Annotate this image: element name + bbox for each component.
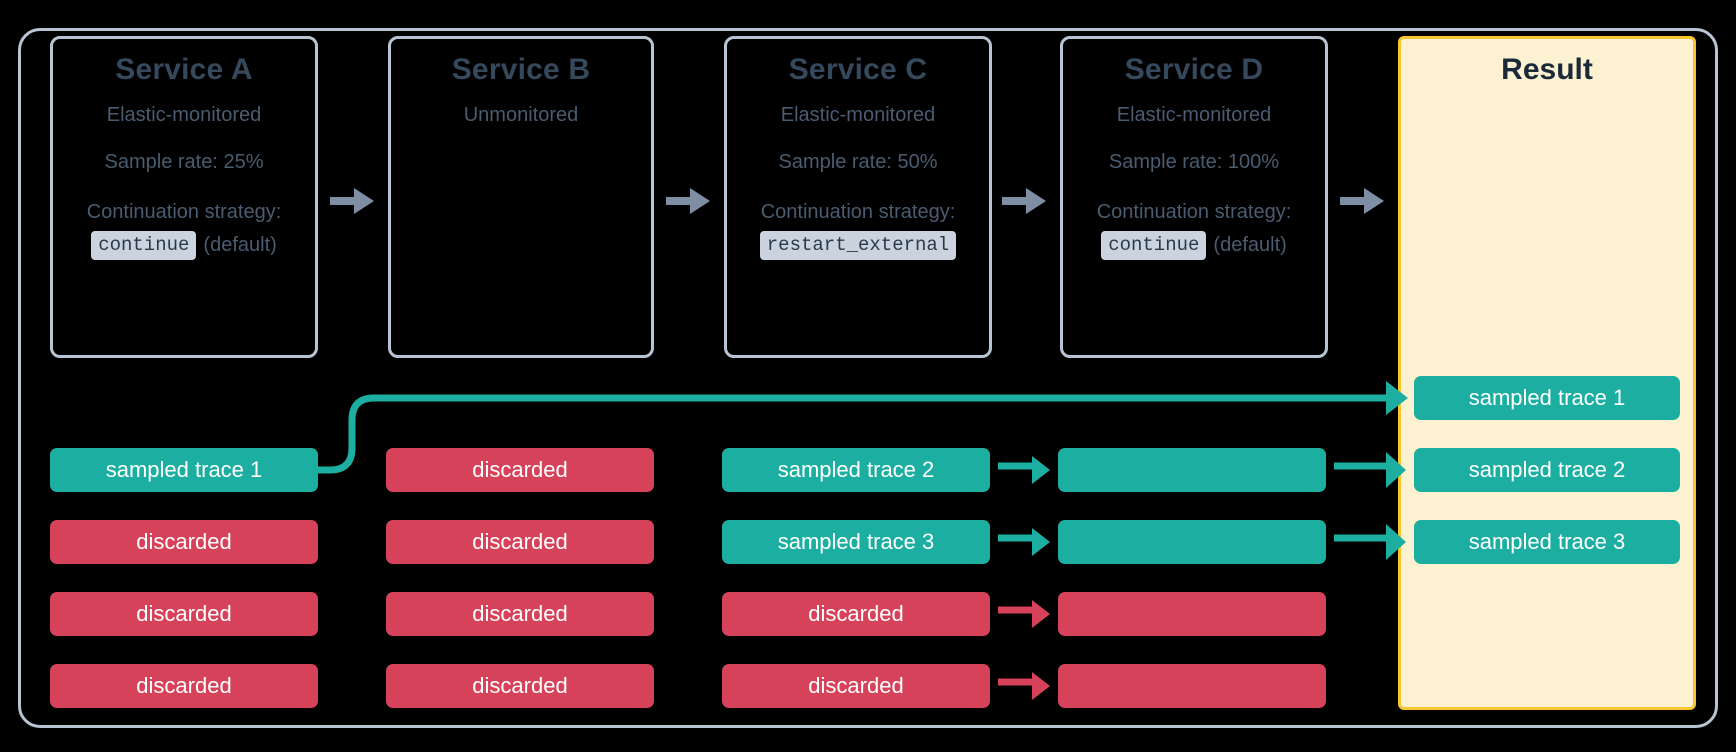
service-card-b: Service B Unmonitored: [388, 36, 654, 358]
service-card-a: Service A Elastic-monitored Sample rate:…: [50, 36, 318, 358]
service-c-title: Service C: [788, 53, 928, 86]
service-arrow-b-c: [666, 186, 712, 216]
service-d-continuation-value: continue: [1101, 231, 1207, 260]
service-d-title: Service D: [1124, 53, 1264, 86]
service-a-continuation-value: continue: [91, 231, 197, 260]
result-bar-3: sampled trace 3: [1414, 520, 1680, 564]
trace-bar-a-4: discarded: [50, 664, 318, 708]
service-c-strategy-row: restart_external: [759, 231, 957, 260]
trace-bar-d-3: [1058, 592, 1326, 636]
trace-bar-d-2: [1058, 520, 1326, 564]
trace-bar-a-1: sampled trace 1: [50, 448, 318, 492]
service-d-continuation-label: Continuation strategy:: [1096, 201, 1292, 223]
trace-bar-b-3: discarded: [386, 592, 654, 636]
service-c-continuation-value: restart_external: [759, 231, 957, 260]
trace-bar-a-2: discarded: [50, 520, 318, 564]
service-b-monitoring: Unmonitored: [463, 104, 579, 126]
service-a-title: Service A: [115, 53, 253, 86]
trace-bar-b-4: discarded: [386, 664, 654, 708]
service-a-monitoring: Elastic-monitored: [106, 104, 262, 126]
result-title: Result: [1501, 53, 1593, 86]
trace-bar-c-1: sampled trace 2: [722, 448, 990, 492]
trace-bar-b-2: discarded: [386, 520, 654, 564]
service-c-continuation-label: Continuation strategy:: [760, 201, 956, 223]
service-arrow-d-result: [1340, 186, 1386, 216]
service-a-continuation-note: (default): [203, 234, 277, 256]
trace-bar-b-1: discarded: [386, 448, 654, 492]
service-d-continuation-note: (default): [1213, 234, 1287, 256]
service-a-sample-rate: Sample rate: 25%: [104, 151, 264, 173]
service-arrow-c-d: [1002, 186, 1048, 216]
connector-c-d-row1: [998, 456, 1050, 484]
service-card-c: Service C Elastic-monitored Sample rate:…: [724, 36, 992, 358]
service-c-sample-rate: Sample rate: 50%: [778, 151, 938, 173]
connector-d-result-row2: [1334, 524, 1406, 560]
service-c-monitoring: Elastic-monitored: [780, 104, 936, 126]
connector-c-d-row3: [998, 600, 1050, 628]
service-card-d: Service D Elastic-monitored Sample rate:…: [1060, 36, 1328, 358]
trace-bar-a-3: discarded: [50, 592, 318, 636]
trace-bar-c-2: sampled trace 3: [722, 520, 990, 564]
trace-bar-d-1: [1058, 448, 1326, 492]
service-arrow-a-b: [330, 186, 376, 216]
result-bar-2: sampled trace 2: [1414, 448, 1680, 492]
trace-bar-d-4: [1058, 664, 1326, 708]
connector-d-result-row1: [1334, 452, 1406, 488]
service-d-sample-rate: Sample rate: 100%: [1108, 151, 1280, 173]
service-d-monitoring: Elastic-monitored: [1116, 104, 1272, 126]
result-panel: Result: [1398, 36, 1696, 710]
connector-c-d-row2: [998, 528, 1050, 556]
service-b-title: Service B: [451, 53, 591, 86]
result-bar-1: sampled trace 1: [1414, 376, 1680, 420]
service-a-strategy-row: continue (default): [91, 231, 277, 260]
service-d-strategy-row: continue (default): [1101, 231, 1287, 260]
trace-bar-c-3: discarded: [722, 592, 990, 636]
connector-c-d-row4: [998, 672, 1050, 700]
trace-bar-c-4: discarded: [722, 664, 990, 708]
service-a-continuation-label: Continuation strategy:: [86, 201, 282, 223]
